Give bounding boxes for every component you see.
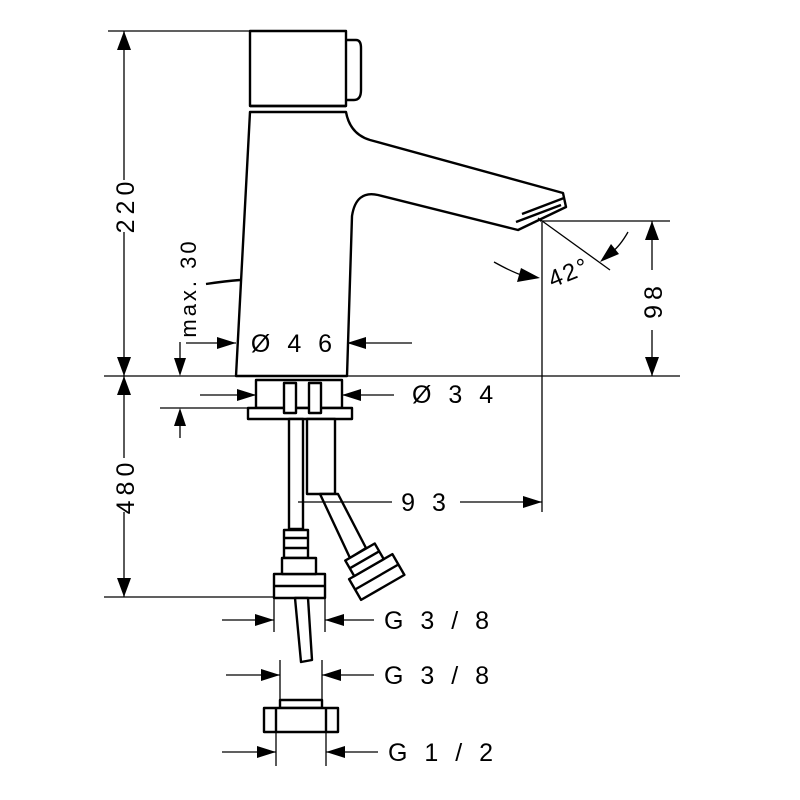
dimension-lines (104, 30, 680, 766)
dimension-labels: 220 max. 30 Ø 4 6 Ø 3 4 98 42° 9 3 480 G… (112, 177, 668, 767)
label-98: 98 (640, 281, 668, 319)
label-93: 9 3 (401, 489, 451, 517)
label-42-degrees: 42° (545, 253, 594, 294)
label-g38-upper: G 3 / 8 (384, 607, 494, 635)
label-g12: G 1 / 2 (388, 739, 498, 767)
label-480: 480 (112, 458, 140, 515)
label-dia-46: Ø 4 6 (251, 330, 337, 358)
label-dia-34: Ø 3 4 (412, 381, 498, 409)
label-max-30: max. 30 (176, 238, 201, 337)
label-220: 220 (112, 177, 140, 234)
label-g38-lower: G 3 / 8 (384, 662, 494, 690)
faucet-body (205, 29, 568, 734)
